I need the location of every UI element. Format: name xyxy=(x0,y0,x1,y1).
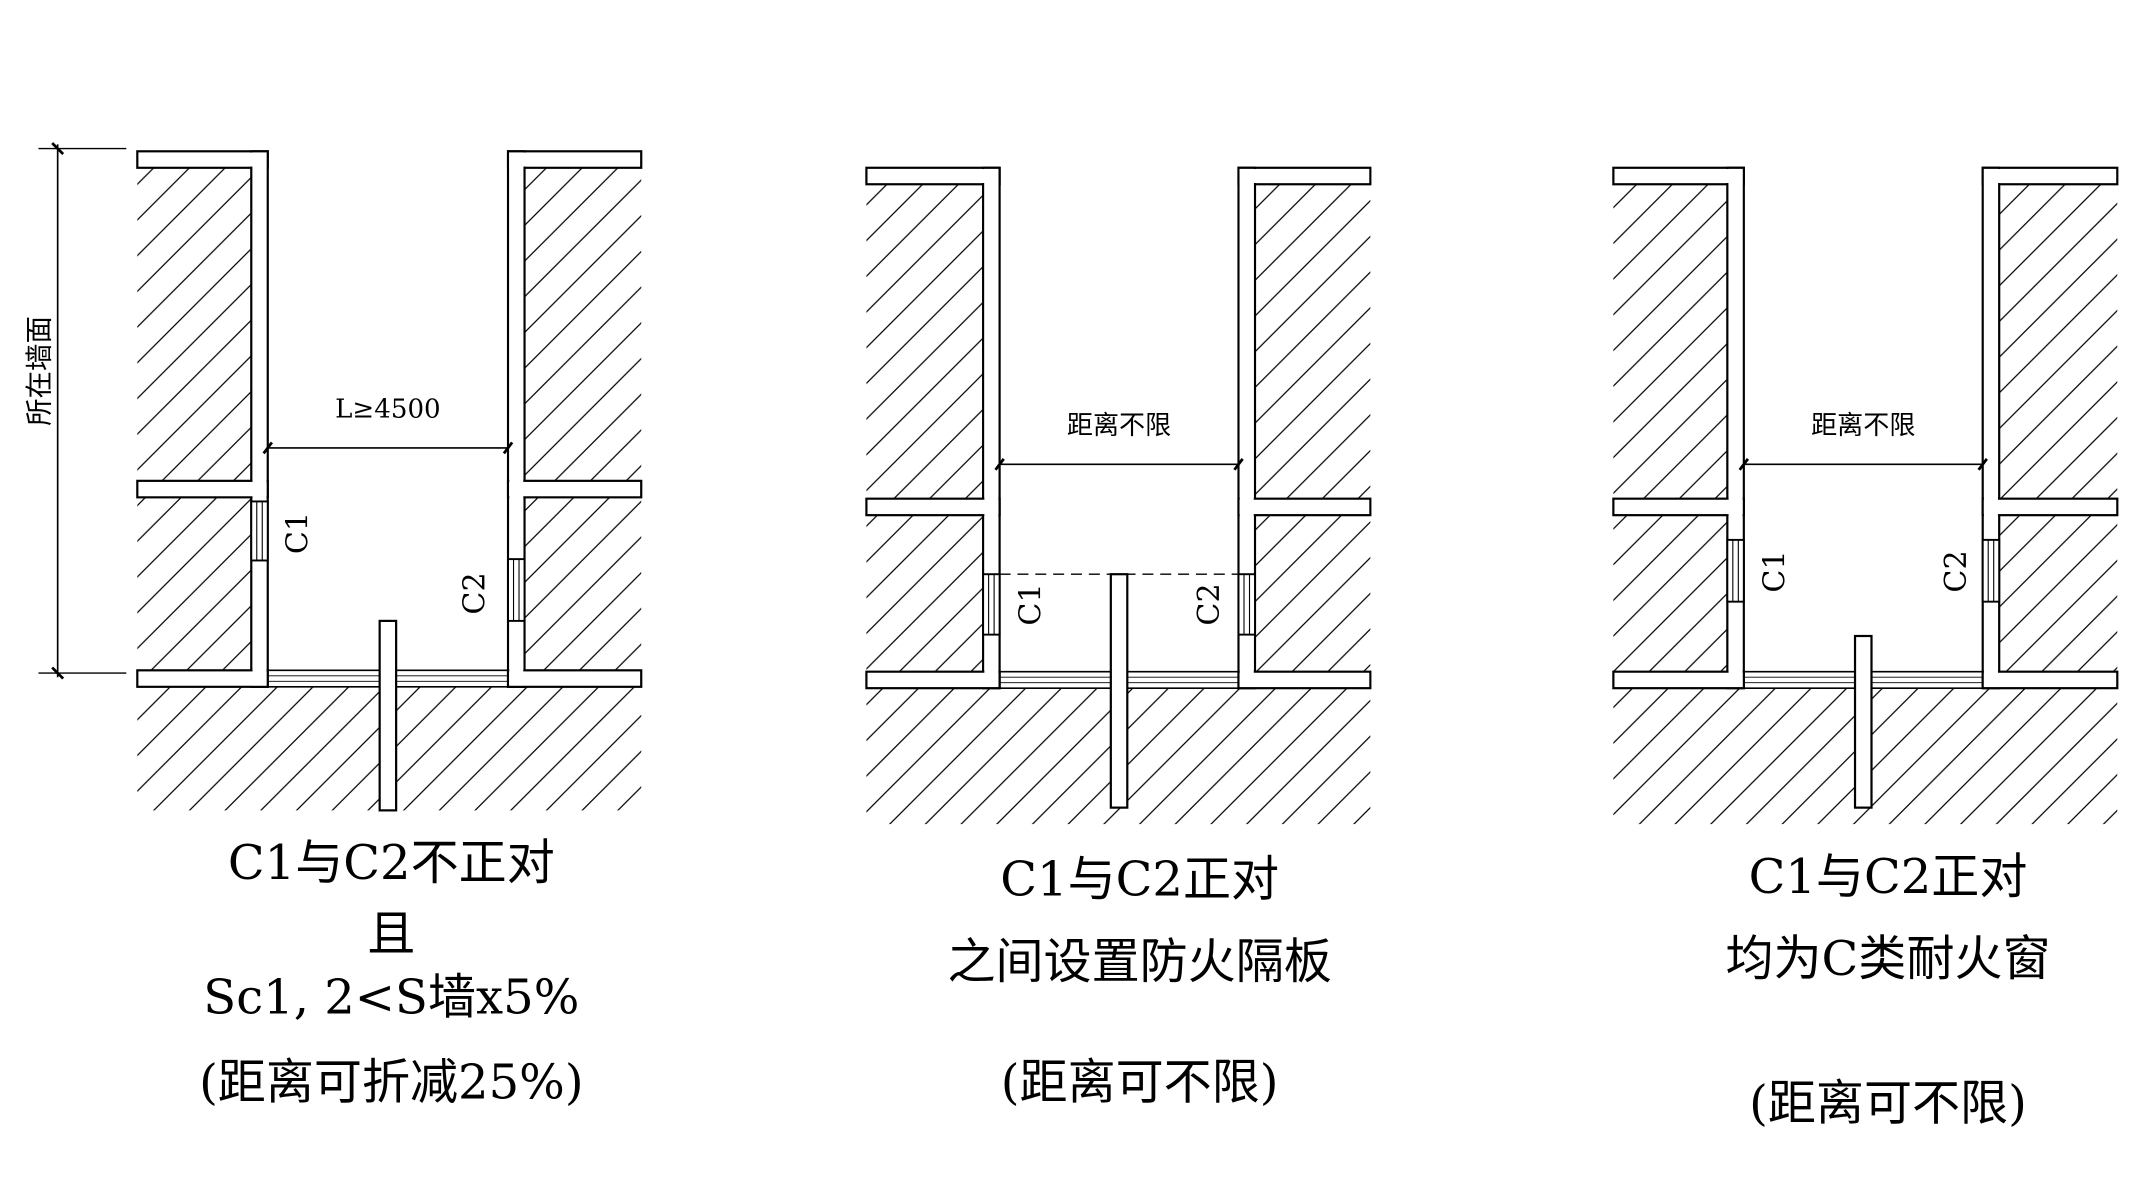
dimension-tick xyxy=(1977,458,1988,471)
window-frame xyxy=(1981,538,2001,603)
wall-fill xyxy=(867,672,999,687)
wall-fill xyxy=(1983,169,1998,687)
window-frame xyxy=(1237,573,1256,636)
wall-fill xyxy=(867,169,999,184)
caption-line: (距离可折减25%) xyxy=(199,1055,584,1111)
window-c1 xyxy=(250,500,269,562)
hatch-lower-right-room xyxy=(1254,515,1371,672)
partition-wall xyxy=(1853,634,1873,809)
window-frame xyxy=(507,558,526,622)
distance-label: 距离不限 xyxy=(1067,411,1171,441)
wall-fill xyxy=(1239,169,1370,184)
window-c1-label: C1 xyxy=(280,512,315,554)
hatch-lower-right-room xyxy=(524,497,642,671)
hatch-lower-right-room xyxy=(1999,515,2118,672)
wall-fill xyxy=(509,152,524,686)
caption-line: (距离可不限) xyxy=(1749,1075,2027,1131)
window-frame xyxy=(1726,538,1745,603)
dimension-tick xyxy=(51,142,65,156)
window-frame xyxy=(250,500,269,562)
window-c1 xyxy=(982,573,1001,636)
caption-line: (距离可不限) xyxy=(1001,1055,1279,1111)
dimension-tick xyxy=(502,441,514,455)
wall-fill xyxy=(138,671,267,686)
wall-fill xyxy=(1983,672,2117,687)
window-c2 xyxy=(1237,573,1256,636)
window-c1-label: C1 xyxy=(1758,550,1793,592)
hatch-upper-left-room xyxy=(1613,184,1728,499)
hatch-upper-right-room xyxy=(1254,184,1371,499)
hatch-lower-left-room xyxy=(866,515,984,672)
wall-fill xyxy=(1983,169,2117,184)
hatch-lower-left-room xyxy=(1613,515,1728,672)
wall-fill xyxy=(509,152,640,167)
window-c1 xyxy=(1726,538,1745,603)
wall-fill xyxy=(1239,499,1370,514)
wall-fill xyxy=(509,671,640,686)
wall-fill xyxy=(867,499,999,514)
wall-fill xyxy=(1239,672,1370,687)
distance-label: L≥4500 xyxy=(335,395,441,425)
wall-fill xyxy=(252,152,267,686)
wall-fill xyxy=(1728,169,1743,687)
wall-fill xyxy=(1983,499,2117,514)
window-c1-label: C1 xyxy=(1014,583,1049,625)
wall-fill xyxy=(1614,499,1743,514)
window-c2 xyxy=(1981,538,2001,603)
window-c2-label: C2 xyxy=(1939,550,1974,592)
caption-line: 均为C类耐火窗 xyxy=(1725,931,2050,987)
hatch-upper-right-room xyxy=(1999,184,2118,499)
caption-line: Sc1, 2<S墙x5% xyxy=(203,970,579,1026)
window-c2-label: C2 xyxy=(457,572,492,614)
dimension-tick xyxy=(1233,458,1244,471)
wall-fill xyxy=(1614,672,1743,687)
hatch-upper-right-room xyxy=(524,167,642,481)
wall-fill xyxy=(138,152,267,167)
caption-line: C1与C2正对 xyxy=(1749,849,2028,905)
hatch-lower-left-room xyxy=(137,497,252,671)
dimension-tick xyxy=(51,666,65,680)
wall-fill xyxy=(138,482,267,497)
dimension-tick xyxy=(262,441,273,455)
wall-fill xyxy=(1614,169,1743,184)
caption-line: 之间设置防火隔板 xyxy=(947,934,1331,990)
partition-wall xyxy=(378,619,398,812)
wall-fill xyxy=(1239,169,1254,687)
dimension-tick xyxy=(994,458,1005,471)
wall-fill xyxy=(984,169,999,687)
wall-fill xyxy=(509,482,640,497)
hatch-upper-left-room xyxy=(866,184,984,499)
caption-line: C1与C2不正对 xyxy=(228,835,555,891)
wall-height-dimension: 所在墙面 xyxy=(25,142,127,680)
window-frame xyxy=(982,573,1001,636)
window-c2-label: C2 xyxy=(1192,583,1227,625)
caption-line: C1与C2正对 xyxy=(1000,852,1279,908)
partition-wall xyxy=(1109,573,1129,809)
dimension-tick xyxy=(1738,458,1750,471)
distance-label: 距离不限 xyxy=(1811,411,1915,441)
caption-line: 且 xyxy=(367,906,415,962)
hatch-upper-left-room xyxy=(137,167,252,481)
window-c2 xyxy=(507,558,526,622)
wall-surface-label: 所在墙面 xyxy=(25,316,56,426)
